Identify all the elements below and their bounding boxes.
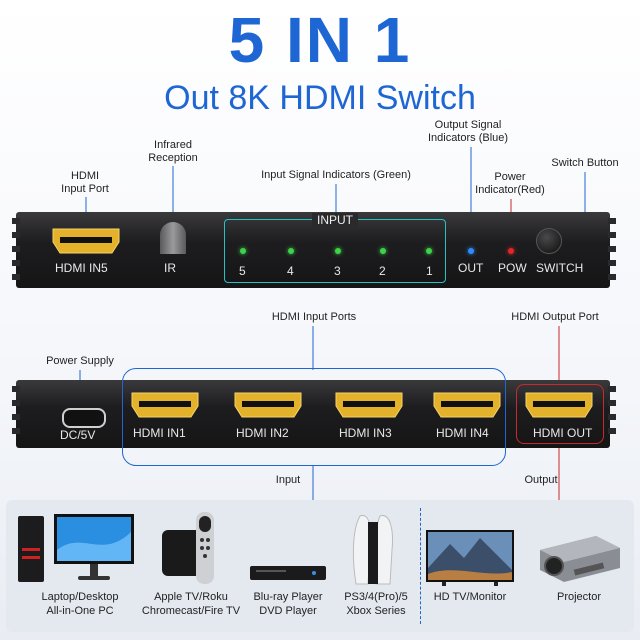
device-apple-tv-line2: Chromecast/Fire TV <box>141 605 241 617</box>
callout-power-supply: Power Supply <box>46 355 114 367</box>
hdmi-out-label: HDMI OUT <box>533 426 593 440</box>
vent-fin <box>12 218 20 224</box>
input-led-2 <box>380 248 386 254</box>
hdmi-output-port-group <box>516 384 604 444</box>
input-led-1 <box>426 248 432 254</box>
callout-hdmi-output-port: HDMI Output Port <box>511 311 599 323</box>
ir-label: IR <box>164 261 176 275</box>
vent-fin <box>12 414 20 420</box>
hdmi-input-ports-group <box>122 368 506 466</box>
vent-fin <box>608 414 616 420</box>
input-number-4: 4 <box>287 264 294 278</box>
output-led <box>468 248 474 254</box>
hdmi-in4-port-icon <box>433 392 501 418</box>
desktop-pc-icon <box>18 514 134 582</box>
device-console-line1: PS3/4(Pro)/5 <box>344 591 408 603</box>
callout-hdmi-input-port: HDMI Input Port <box>50 170 120 196</box>
hdmi-in3-label: HDMI IN3 <box>339 426 392 440</box>
callout-hdmi-input-port-line2: Input Port <box>61 183 109 195</box>
vent-fin <box>608 386 616 392</box>
input-box-label: INPUT <box>312 213 358 227</box>
vent-fin <box>608 400 616 406</box>
usb-c-power-port-icon <box>62 408 106 428</box>
hdmi-out-port-icon <box>525 392 593 418</box>
hdmi-in5-label: HDMI IN5 <box>55 261 108 275</box>
vent-fin <box>608 428 616 434</box>
input-number-3: 3 <box>334 264 341 278</box>
device-projector-label: Projector <box>540 590 618 604</box>
device-laptop-desktop-line2: All-in-One PC <box>46 605 114 617</box>
page-subtitle: Out 8K HDMI Switch <box>164 79 476 117</box>
vent-fin <box>608 246 616 252</box>
vent-fin <box>12 386 20 392</box>
callout-infrared-line1: Infrared <box>154 139 192 151</box>
callout-output: Output <box>524 474 558 486</box>
hdmi-in3-port-icon <box>335 392 403 418</box>
device-laptop-desktop-line1: Laptop/Desktop <box>41 591 119 603</box>
callout-power-indicator: Power Indicator(Red) <box>470 171 550 197</box>
input-led-5 <box>240 248 246 254</box>
input-number-2: 2 <box>379 264 386 278</box>
callout-output-indicators: Output Signal Indicators (Blue) <box>420 119 516 145</box>
bluray-player-icon <box>250 566 326 580</box>
hdmi-in2-label: HDMI IN2 <box>236 426 289 440</box>
dc-label: DC/5V <box>60 428 96 442</box>
callout-output-indicators-line1: Output Signal <box>434 119 502 131</box>
hdmi-in1-label: HDMI IN1 <box>133 426 186 440</box>
device-projector-line1: Projector <box>556 591 602 603</box>
callout-power-indicator-line1: Power <box>494 171 526 183</box>
callout-output-indicators-line2: Indicators (Blue) <box>427 132 509 144</box>
out-label: OUT <box>458 261 484 275</box>
vent-fin <box>608 218 616 224</box>
device-console-line2: Xbox Series <box>346 605 406 617</box>
tv-monitor-icon <box>426 530 514 586</box>
game-console-icon <box>352 514 393 585</box>
input-led-3 <box>335 248 341 254</box>
vent-fin <box>608 274 616 280</box>
device-bluray-label: Blu-ray Player DVD Player <box>240 590 336 618</box>
vent-fin <box>12 274 20 280</box>
callout-input: Input <box>275 474 301 486</box>
page-title: 5 IN 1 <box>228 4 412 76</box>
vent-fin <box>12 260 20 266</box>
device-tv-label: HD TV/Monitor <box>424 590 516 604</box>
streaming-box-icon <box>162 512 214 584</box>
ir-receiver-icon <box>160 222 186 254</box>
hdmi-in4-label: HDMI IN4 <box>436 426 489 440</box>
callout-hdmi-input-ports: HDMI Input Ports <box>271 311 357 323</box>
vent-fin <box>12 400 20 406</box>
power-led <box>508 248 514 254</box>
vent-fin <box>12 232 20 238</box>
pow-label: POW <box>498 261 527 275</box>
vent-fin <box>608 232 616 238</box>
callout-switch-button: Switch Button <box>551 157 619 169</box>
device-apple-tv-line1: Apple TV/Roku <box>154 591 228 603</box>
vent-fin <box>12 428 20 434</box>
vent-fin <box>608 260 616 266</box>
device-console-label: PS3/4(Pro)/5 Xbox Series <box>336 590 416 618</box>
switch-label: SWITCH <box>536 261 584 275</box>
projector-icon <box>540 536 620 582</box>
device-laptop-desktop-label: Laptop/Desktop All-in-One PC <box>30 590 130 618</box>
callout-input-indicators: Input Signal Indicators (Green) <box>261 169 411 181</box>
switch-back-panel <box>16 380 610 448</box>
hdmi-in2-port-icon <box>234 392 302 418</box>
hdmi-in5-port-icon <box>52 228 120 254</box>
input-number-1: 1 <box>426 264 433 278</box>
callout-hdmi-input-port-line1: HDMI <box>70 170 100 182</box>
input-led-4 <box>288 248 294 254</box>
input-number-5: 5 <box>239 264 246 278</box>
callout-infrared: Infrared Reception <box>138 139 208 165</box>
device-bluray-line2: DVD Player <box>259 605 317 617</box>
hdmi-in1-port-icon <box>131 392 199 418</box>
switch-button[interactable] <box>536 228 562 254</box>
input-output-divider <box>420 508 421 624</box>
callout-infrared-line2: Reception <box>148 152 198 164</box>
vent-fin <box>12 246 20 252</box>
callout-power-indicator-line2: Indicator(Red) <box>475 184 545 196</box>
device-tv-line1: HD TV/Monitor <box>433 591 507 603</box>
device-bluray-line1: Blu-ray Player <box>253 591 323 603</box>
device-apple-tv-label: Apple TV/Roku Chromecast/Fire TV <box>136 590 246 618</box>
